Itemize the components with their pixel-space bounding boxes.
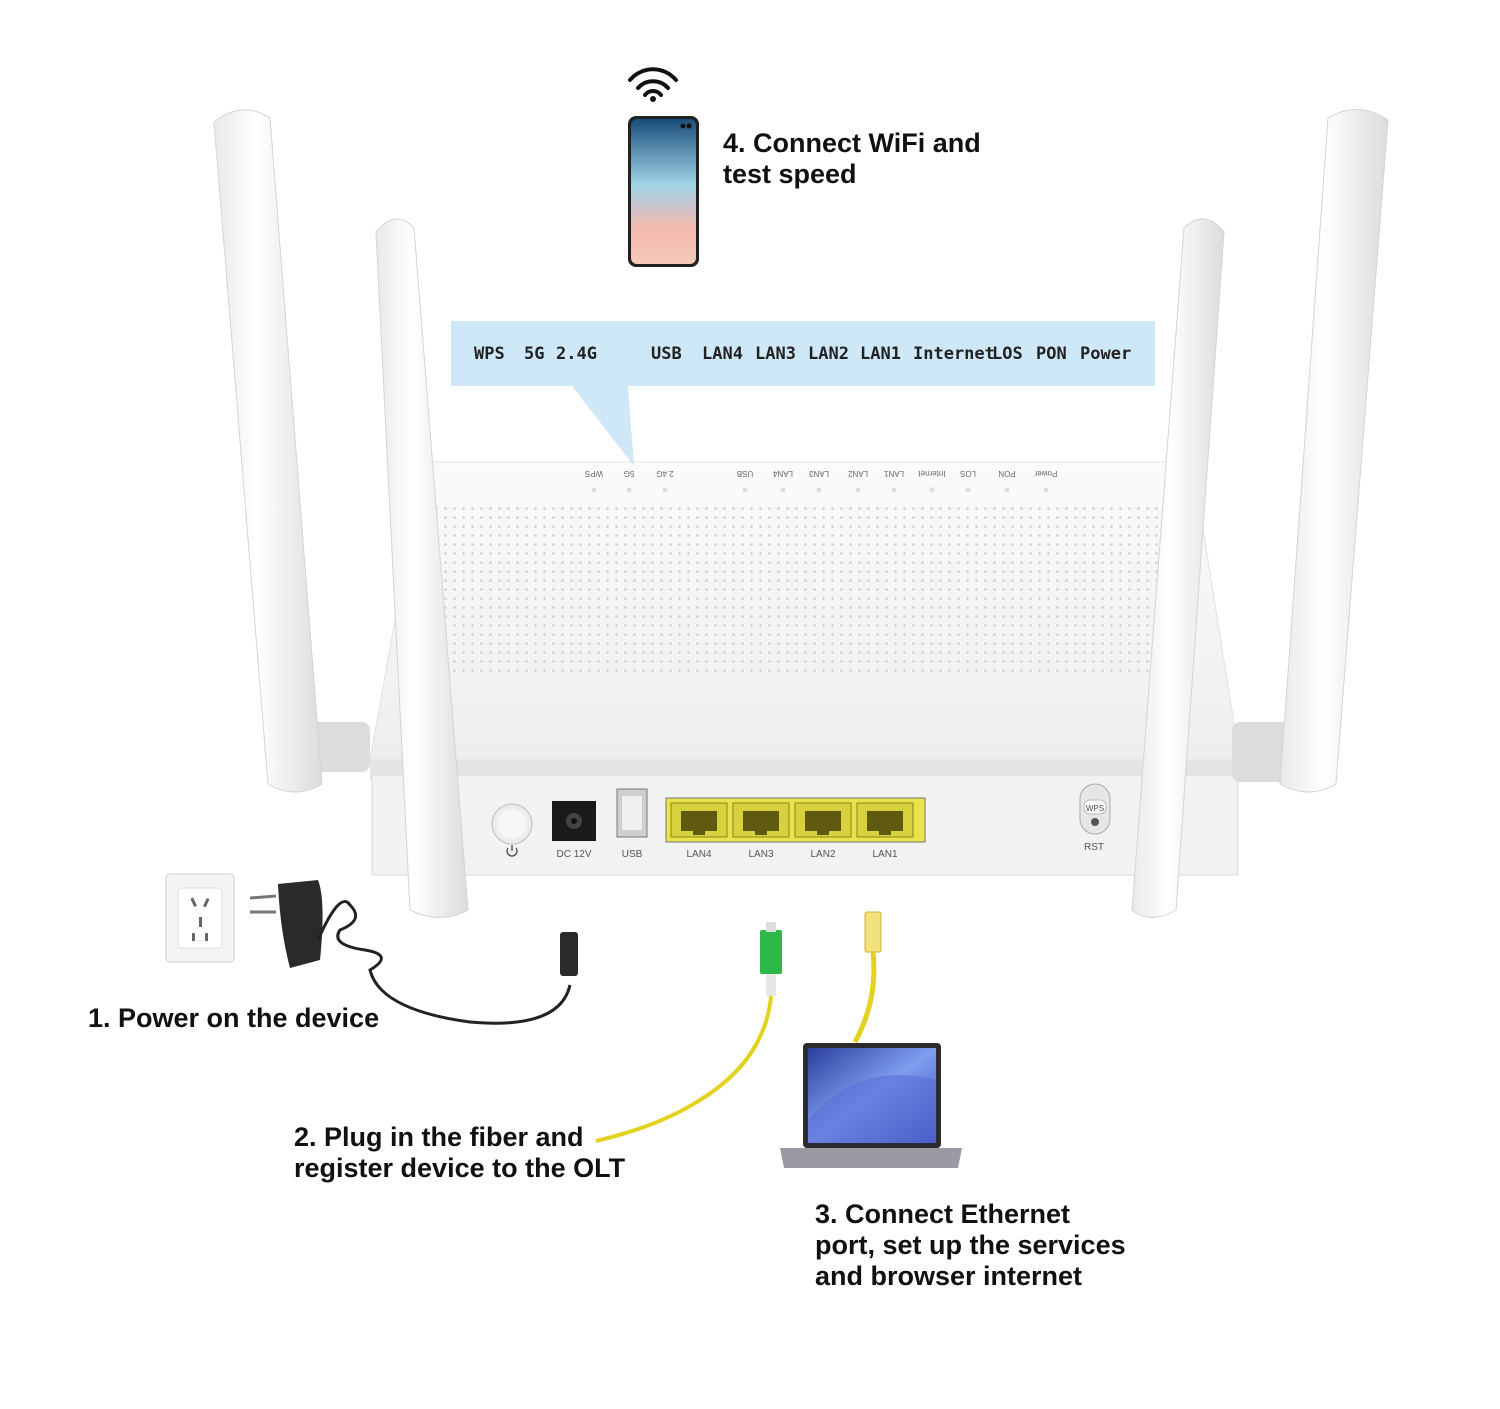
power-button xyxy=(491,803,533,857)
step-3-line-2: port, set up the services xyxy=(815,1230,1126,1260)
top-led-label: LOS xyxy=(960,469,976,478)
callout-label-5g: 5G xyxy=(524,344,545,364)
callout-label-lan4: LAN4 xyxy=(702,344,743,364)
lan-labels: LAN4 LAN3 LAN2 LAN1 xyxy=(686,849,897,860)
top-led-dot xyxy=(742,487,748,493)
indicator-callout xyxy=(451,321,1155,466)
lan-port-label: LAN3 xyxy=(748,849,773,860)
top-led-label: 5G xyxy=(624,469,635,478)
step-1-line-1: 1. Power on the device xyxy=(88,1003,380,1033)
callout-label-pon: PON xyxy=(1036,344,1067,364)
step-1-caption: 1. Power on the device xyxy=(88,1003,379,1034)
callout-label-usb: USB xyxy=(651,344,682,364)
lan-port-socket xyxy=(681,811,717,835)
callout-label-lan1: LAN1 xyxy=(860,344,901,364)
lan-port-socket xyxy=(867,811,903,835)
top-led-label: PON xyxy=(998,469,1016,478)
fiber-cable xyxy=(595,922,782,1143)
top-led-dot xyxy=(780,487,786,493)
callout-label-power: Power xyxy=(1080,344,1132,364)
vent-grille xyxy=(436,506,1162,676)
usb-label: USB xyxy=(622,849,643,860)
top-led-label: LAN4 xyxy=(772,469,793,478)
top-led-dot xyxy=(816,487,822,493)
wps-label: WPS xyxy=(1086,804,1104,813)
callout-label-los: LOS xyxy=(992,344,1023,364)
lan-port-block xyxy=(665,797,926,843)
wifi-icon xyxy=(628,67,678,102)
usb-port xyxy=(616,788,648,838)
power-adapter xyxy=(249,880,578,1025)
wall-outlet xyxy=(165,873,235,963)
top-led-label: WPS xyxy=(585,469,603,478)
top-led-label: LAN2 xyxy=(847,469,868,478)
callout-label-lan3: LAN3 xyxy=(755,344,796,364)
top-led-label: Power xyxy=(1034,469,1057,478)
callout-label-internet: Internet xyxy=(913,344,995,364)
antenna-left-outer xyxy=(213,109,370,793)
callout-label-wps: WPS xyxy=(474,344,505,364)
antenna-right-outer xyxy=(1232,109,1389,793)
router-body xyxy=(369,461,1241,876)
lan-port-label: LAN1 xyxy=(872,849,897,860)
top-led-label: LAN3 xyxy=(808,469,829,478)
top-led-label: LAN1 xyxy=(883,469,904,478)
callout-label-lan2: LAN2 xyxy=(808,344,849,364)
ethernet-cable xyxy=(852,911,882,1044)
top-led-dot xyxy=(929,487,935,493)
lan-port-socket xyxy=(743,811,779,835)
lan-port-label: LAN4 xyxy=(686,849,711,860)
callout-label-24g: 2.4G xyxy=(556,344,597,364)
lan-port-label: LAN2 xyxy=(810,849,835,860)
indicator-callout-text: WPS 5G 2.4G USB LAN4 LAN3 LAN2 LAN1 Inte… xyxy=(452,322,1154,384)
lan-port-socket xyxy=(805,811,841,835)
dc-power-label: DC 12V xyxy=(556,849,591,860)
step-3-caption: 3. Connect Ethernet port, set up the ser… xyxy=(815,1199,1126,1292)
laptop xyxy=(780,1043,962,1168)
top-led-dot xyxy=(855,487,861,493)
top-led-dot xyxy=(891,487,897,493)
step-3-line-1: 3. Connect Ethernet xyxy=(815,1199,1071,1229)
rst-label: RST xyxy=(1084,842,1104,853)
step-4-caption: 4. Connect WiFi and test speed xyxy=(723,128,981,190)
top-led-dot xyxy=(1043,487,1049,493)
dc-power-jack xyxy=(552,801,596,841)
step-3-line-3: and browser internet xyxy=(815,1261,1083,1291)
step-4-line-2: test speed xyxy=(723,159,857,189)
top-led-dot xyxy=(965,487,971,493)
smartphone xyxy=(628,116,699,267)
top-led-dot xyxy=(591,487,597,493)
top-led-dot xyxy=(1004,487,1010,493)
antenna-left-inner xyxy=(375,218,469,918)
step-4-line-1: 4. Connect WiFi and xyxy=(723,128,981,158)
top-led-row: WPS 5G 2.4G USB LAN4 LAN3 LAN2 LAN1 Internet LOS P… xyxy=(585,469,1057,493)
step-2-line-2: register device to the OLT xyxy=(294,1153,626,1183)
step-2-line-1: 2. Plug in the fiber and xyxy=(294,1122,584,1152)
top-led-dot xyxy=(626,487,632,493)
top-led-label: Internet xyxy=(918,469,946,478)
top-led-label: 2.4G xyxy=(656,469,673,478)
top-led-dot xyxy=(662,487,668,493)
antenna-right-inner xyxy=(1131,218,1225,918)
step-2-caption: 2. Plug in the fiber and register device… xyxy=(294,1122,625,1184)
wps-rst-button xyxy=(1079,783,1111,835)
top-led-label: USB xyxy=(737,469,753,478)
